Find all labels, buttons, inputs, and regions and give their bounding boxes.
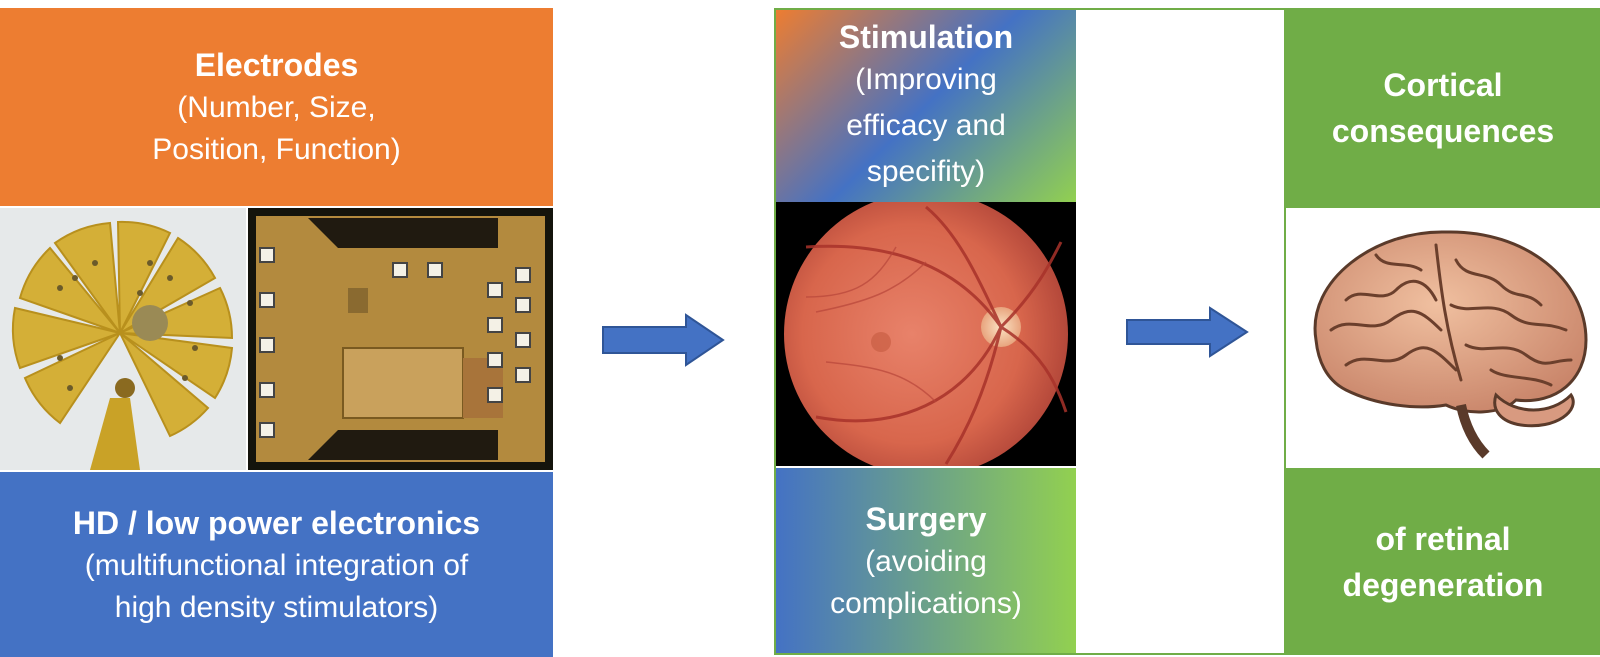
cortical-box: Cortical consequences bbox=[1286, 8, 1600, 208]
electrodes-title: Electrodes bbox=[194, 47, 359, 83]
degeneration-line-2: degeneration bbox=[1342, 566, 1544, 603]
surgery-line-2: complications) bbox=[830, 586, 1022, 620]
stimulation-box: Stimulation (Improving efficacy and spec… bbox=[776, 10, 1076, 202]
electrodes-box: Electrodes (Number, Size, Position, Func… bbox=[0, 8, 553, 206]
electrodes-line-1: (Number, Size, bbox=[177, 91, 376, 124]
retina-fundus-image bbox=[776, 202, 1076, 466]
stimulation-line-2: efficacy and bbox=[846, 109, 1006, 142]
degeneration-line-1: of retinal bbox=[1375, 520, 1511, 557]
electronics-line-2: high density stimulators) bbox=[114, 590, 439, 624]
middle-panel bbox=[774, 8, 1286, 655]
surgery-line-1: (avoiding bbox=[865, 544, 987, 578]
surgery-title: Surgery bbox=[865, 500, 987, 537]
stimulation-line-3: specifity) bbox=[866, 155, 986, 188]
stimulation-title: Stimulation bbox=[838, 19, 1014, 55]
degeneration-box: of retinal degeneration bbox=[1286, 468, 1600, 655]
arrow-right-icon bbox=[1126, 306, 1249, 358]
electronics-box: HD / low power electronics (multifunctio… bbox=[0, 472, 553, 657]
cortical-line-2: consequences bbox=[1331, 113, 1555, 149]
stimulation-line-1: (Improving bbox=[855, 63, 997, 96]
brain-image bbox=[1286, 210, 1600, 466]
arrow-right-icon bbox=[602, 313, 725, 367]
stimulator-chip-image bbox=[248, 208, 553, 470]
electrode-array-image bbox=[0, 208, 246, 470]
electronics-line-1: (multifunctional integration of bbox=[84, 548, 469, 582]
electronics-title: HD / low power electronics bbox=[72, 504, 481, 541]
cortical-line-1: Cortical bbox=[1383, 67, 1503, 103]
electrodes-line-2: Position, Function) bbox=[152, 133, 401, 166]
surgery-box: Surgery (avoiding complications) bbox=[776, 468, 1076, 653]
